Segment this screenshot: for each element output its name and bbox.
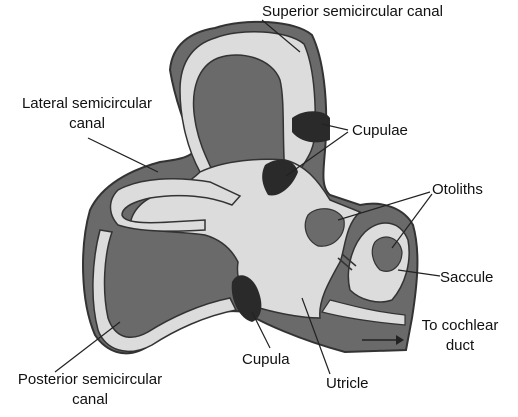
label-cochlear-duct-1: To cochlear <box>408 316 512 335</box>
label-saccule: Saccule <box>440 268 493 287</box>
label-cupulae: Cupulae <box>352 121 408 140</box>
otolith-saccule <box>372 237 402 271</box>
label-cupula: Cupula <box>242 350 290 369</box>
leader-lateral <box>88 138 158 172</box>
label-lateral-canal-1: Lateral semicircular <box>2 94 172 113</box>
label-posterior-canal-2: canal <box>2 390 178 409</box>
label-otoliths: Otoliths <box>432 180 483 199</box>
label-cochlear-duct-2: duct <box>408 336 512 355</box>
label-lateral-canal-2: canal <box>2 114 172 133</box>
label-utricle: Utricle <box>326 374 369 393</box>
label-posterior-canal-1: Posterior semicircular <box>2 370 178 389</box>
label-superior-canal: Superior semicircular canal <box>262 2 443 21</box>
